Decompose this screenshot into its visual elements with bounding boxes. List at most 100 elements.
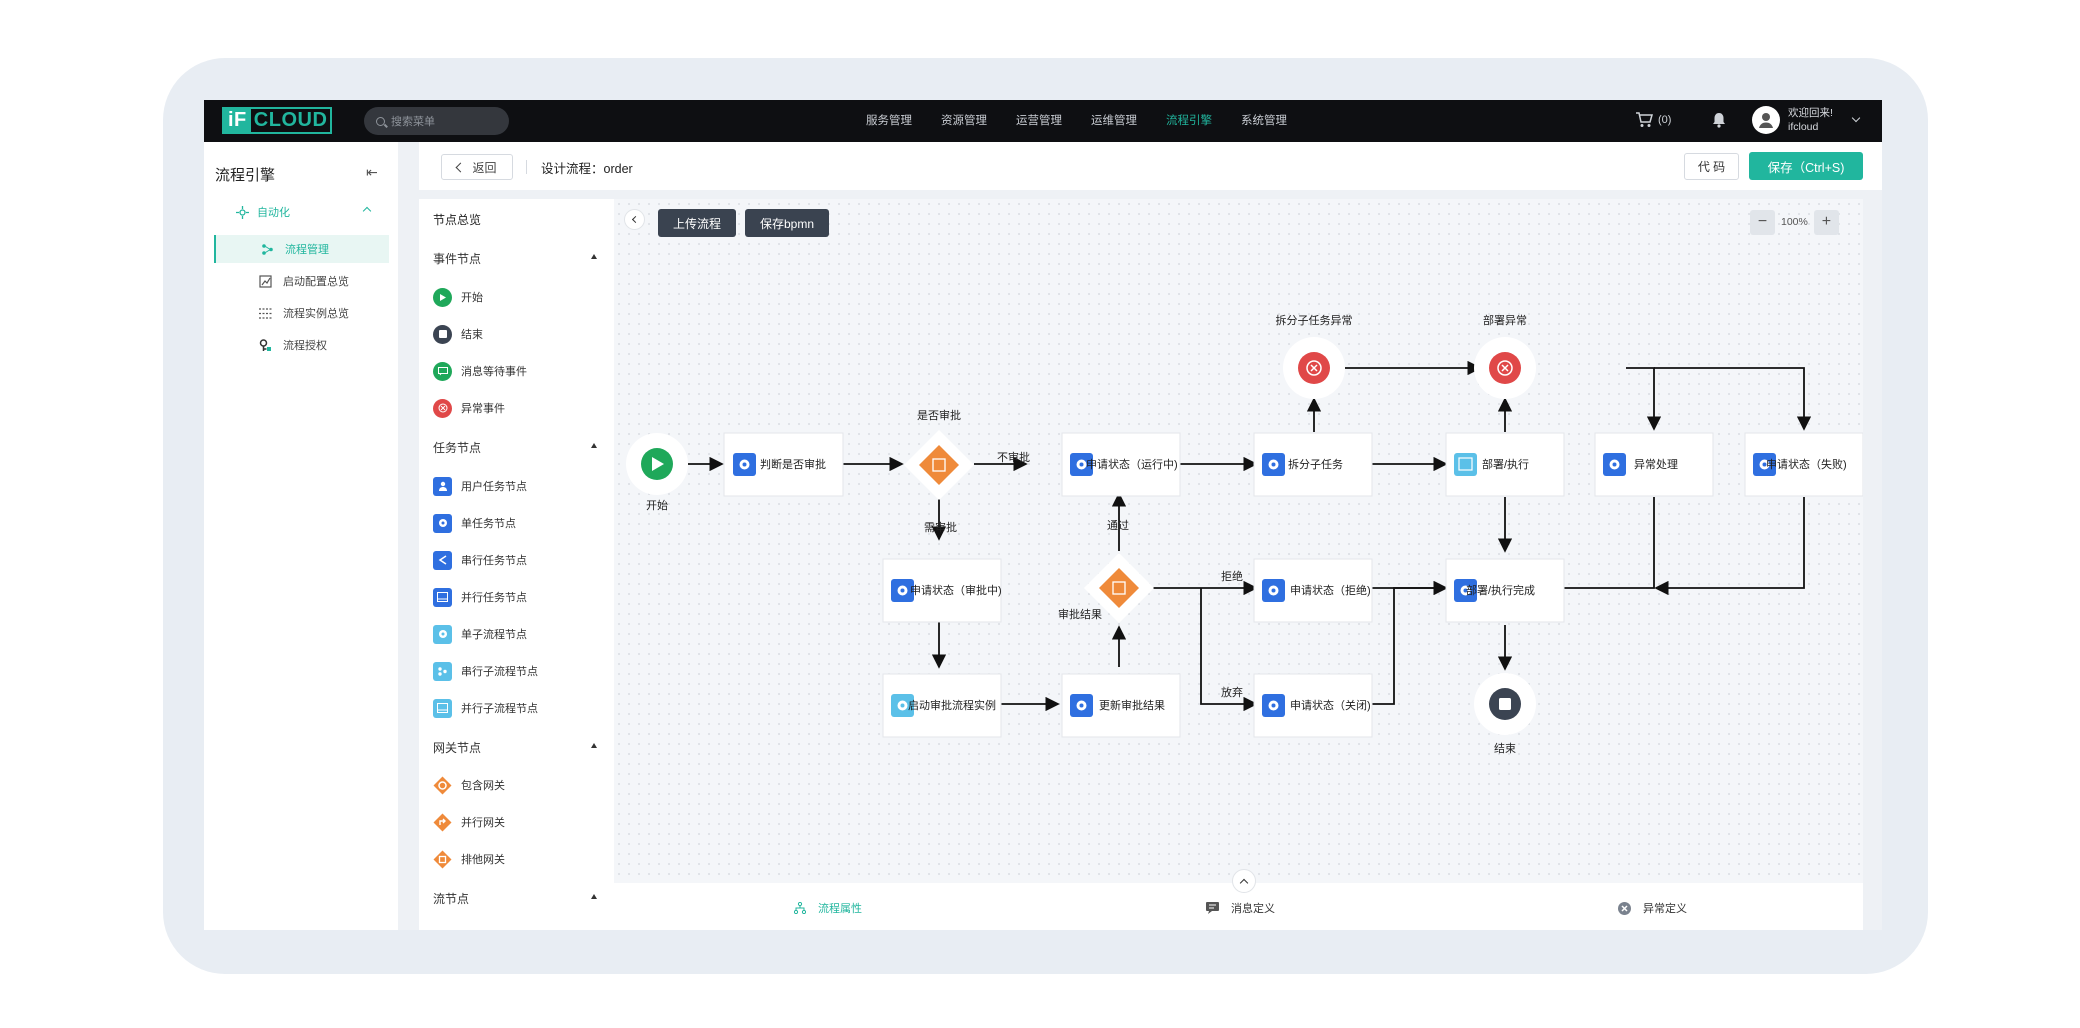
serial-subprocess-icon — [433, 661, 452, 681]
chevron-up-icon — [1239, 878, 1249, 887]
task-status-closed[interactable]: 申请状态（关闭) — [1253, 673, 1373, 738]
nav-system[interactable]: 系统管理 — [1241, 115, 1287, 127]
sidebar-item-flow-management[interactable]: 流程管理 — [214, 235, 389, 263]
subprocess-icon — [433, 624, 452, 644]
palette-item-error-event[interactable]: 异常事件 — [433, 398, 505, 418]
task-status-running[interactable]: 申请状态（运行中) — [1061, 432, 1181, 497]
palette-item-serial-task[interactable]: 串行任务节点 — [433, 550, 527, 570]
sidebar-item-label: 流程授权 — [283, 340, 327, 352]
task-start-approval-instance[interactable]: 启动审批流程实例 — [882, 673, 1002, 738]
palette-item-inclusive-gateway[interactable]: 包含网关 — [433, 775, 505, 795]
bell-icon[interactable] — [1712, 112, 1726, 128]
palette-section-flows[interactable]: 流节点 — [433, 890, 597, 907]
error-event-deploy[interactable] — [1474, 337, 1536, 399]
task-judge-approval[interactable]: 判断是否审批 — [723, 432, 844, 497]
auth-icon — [259, 338, 271, 351]
palette-section-tasks[interactable]: 任务节点 — [433, 439, 597, 456]
item-label: 异常事件 — [461, 403, 505, 415]
palette-title: 节点总览 — [433, 213, 482, 227]
zoom-in-button[interactable]: + — [1813, 209, 1839, 235]
palette-item-end[interactable]: 结束 — [433, 324, 483, 344]
palette-item-exclusive-gateway[interactable]: 排他网关 — [433, 849, 505, 869]
back-button[interactable]: 返回 — [441, 154, 513, 180]
nav-service[interactable]: 服务管理 — [866, 115, 912, 127]
task-split-subtask[interactable]: 拆分子任务 — [1253, 432, 1373, 497]
sidebar-item-authorization[interactable]: 流程授权 — [214, 331, 389, 359]
task-label: 判断是否审批 — [760, 457, 826, 471]
palette-section-gateways[interactable]: 网关节点 — [433, 739, 597, 756]
nav-resource[interactable]: 资源管理 — [941, 115, 987, 127]
palette-item-parallel-subprocess[interactable]: 并行子流程节点 — [433, 698, 538, 718]
item-label: 消息等待事件 — [461, 366, 527, 378]
task-status-rejected[interactable]: 申请状态（拒绝) — [1253, 558, 1373, 623]
task-update-approval-result[interactable]: 更新审批结果 — [1061, 673, 1181, 738]
task-deploy[interactable]: 部署/执行 — [1445, 432, 1565, 497]
palette-item-single-task[interactable]: 单任务节点 — [433, 513, 516, 533]
save-bpmn-button[interactable]: 保存bpmn — [745, 209, 829, 237]
user-menu[interactable]: 欢迎回来!ifcloud — [1752, 106, 1861, 134]
task-nodes: 判断是否审批 申请状态（运行中) 拆分子任务 部署/执行 异常处理 申请状态（失… — [723, 432, 1863, 738]
code-button[interactable]: 代 码 — [1684, 153, 1739, 180]
inclusive-gateway-icon — [433, 776, 452, 795]
zoom-out-button[interactable]: − — [1750, 209, 1775, 235]
task-label: 部署/执行完成 — [1466, 583, 1535, 597]
nav-operation[interactable]: 运营管理 — [1016, 115, 1062, 127]
sidebar-item-instances[interactable]: 流程实例总览 — [214, 299, 389, 327]
cart-button[interactable]: (0) — [1635, 112, 1671, 128]
sidebar-item-startup-config[interactable]: 启动配置总览 — [214, 267, 389, 295]
message-icon — [1206, 902, 1219, 914]
sidebar-group-automation[interactable]: 自动化 — [236, 204, 372, 220]
gateway-result[interactable] — [1084, 553, 1154, 623]
tab-flow-properties[interactable]: 流程属性 — [794, 900, 862, 916]
search-input[interactable]: 搜索菜单 — [364, 107, 509, 135]
sidebar: 流程引擎 ⇤ 自动化 流程管理 启动配置总览 流程实例总览 流程授权 — [204, 142, 398, 930]
task-error-handle[interactable]: 异常处理 — [1594, 432, 1714, 497]
page-title: 设计流程：order — [541, 162, 633, 176]
palette-item-parallel-task[interactable]: 并行任务节点 — [433, 587, 527, 607]
error-icon — [433, 398, 452, 418]
divider — [526, 160, 527, 174]
edge-label-pass: 通过 — [1107, 519, 1129, 532]
palette-item-start[interactable]: 开始 — [433, 287, 483, 307]
collapse-sidebar-icon[interactable]: ⇤ — [366, 164, 378, 180]
parallel-subprocess-icon — [433, 698, 452, 718]
gateway-approve[interactable] — [904, 430, 974, 500]
palette-item-serial-subprocess[interactable]: 串行子流程节点 — [433, 661, 538, 681]
palette-item-message-event[interactable]: 消息等待事件 — [433, 361, 527, 381]
caret-up-icon — [591, 443, 597, 448]
task-status-approving[interactable]: 申请状态（审批中) — [882, 558, 1002, 623]
cart-count: (0) — [1658, 114, 1672, 126]
section-title: 事件节点 — [433, 252, 482, 266]
nav-process-engine[interactable]: 流程引擎 — [1166, 115, 1212, 127]
tab-error-definition[interactable]: 异常定义 — [1618, 900, 1687, 916]
error-split-label: 拆分子任务异常 — [1276, 313, 1353, 327]
sidebar-item-label: 流程实例总览 — [283, 308, 349, 320]
palette-item-parallel-gateway[interactable]: 并行网关 — [433, 812, 505, 832]
start-label: 开始 — [646, 498, 668, 512]
expand-panel-button[interactable] — [1232, 869, 1256, 893]
item-label: 单任务节点 — [461, 518, 516, 530]
task-label: 拆分子任务 — [1288, 457, 1343, 471]
collapse-palette-button[interactable] — [624, 209, 645, 230]
palette-item-user-task[interactable]: 用户任务节点 — [433, 476, 527, 496]
message-icon — [433, 361, 452, 381]
tab-message-definition[interactable]: 消息定义 — [1206, 900, 1275, 916]
task-status-failed[interactable]: 申请状态（失败) — [1744, 432, 1863, 497]
cart-icon — [1636, 112, 1653, 127]
start-event[interactable] — [626, 433, 688, 495]
nav-maintenance[interactable]: 运维管理 — [1091, 115, 1137, 127]
task-deploy-complete[interactable]: 部署/执行完成 — [1445, 558, 1565, 623]
save-button[interactable]: 保存（Ctrl+S) — [1749, 152, 1863, 180]
end-event[interactable] — [1474, 673, 1536, 735]
palette-item-single-subprocess[interactable]: 单子流程节点 — [433, 624, 527, 644]
gateway-result-label: 审批结果 — [1058, 607, 1102, 621]
task-label: 申请状态（失败) — [1766, 457, 1847, 471]
back-label: 返回 — [472, 160, 497, 175]
upload-flow-button[interactable]: 上传流程 — [658, 209, 736, 237]
parallel-task-icon — [433, 587, 452, 607]
palette-section-events[interactable]: 事件节点 — [433, 250, 597, 267]
caret-up-icon — [591, 743, 597, 748]
error-event-split[interactable] — [1283, 337, 1345, 399]
flow-canvas[interactable]: 上传流程 保存bpmn − 100% + — [614, 199, 1863, 883]
